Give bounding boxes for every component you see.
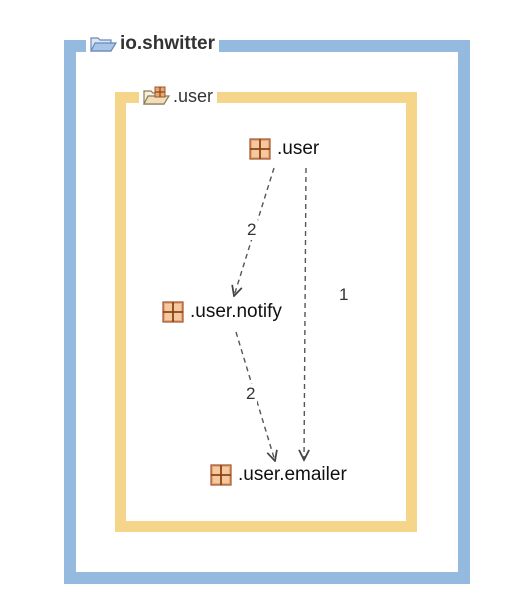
- package-icon: [210, 464, 232, 486]
- node-user-emailer[interactable]: .user.emailer: [210, 464, 347, 486]
- outer-package-title[interactable]: io.shwitter: [86, 32, 220, 56]
- inner-package-label: .user: [173, 85, 214, 106]
- edge-label-user-emailer: 1: [337, 285, 351, 305]
- folder-package-icon: [143, 86, 170, 105]
- inner-package-title[interactable]: .user: [139, 84, 218, 108]
- folder-open-icon: [90, 37, 117, 52]
- package-icon: [162, 301, 184, 323]
- node-label: .user.notify: [190, 301, 282, 322]
- outer-package-label: io.shwitter: [120, 33, 216, 54]
- node-user-notify[interactable]: .user.notify: [162, 301, 282, 323]
- node-label: .user: [277, 138, 320, 159]
- inner-package-frame: [115, 92, 417, 532]
- edge-label-user-notify: 2: [245, 220, 259, 240]
- package-icon: [249, 138, 271, 160]
- node-label: .user.emailer: [238, 464, 347, 485]
- edge-label-notify-emailer: 2: [244, 384, 258, 404]
- node-user[interactable]: .user: [249, 138, 319, 160]
